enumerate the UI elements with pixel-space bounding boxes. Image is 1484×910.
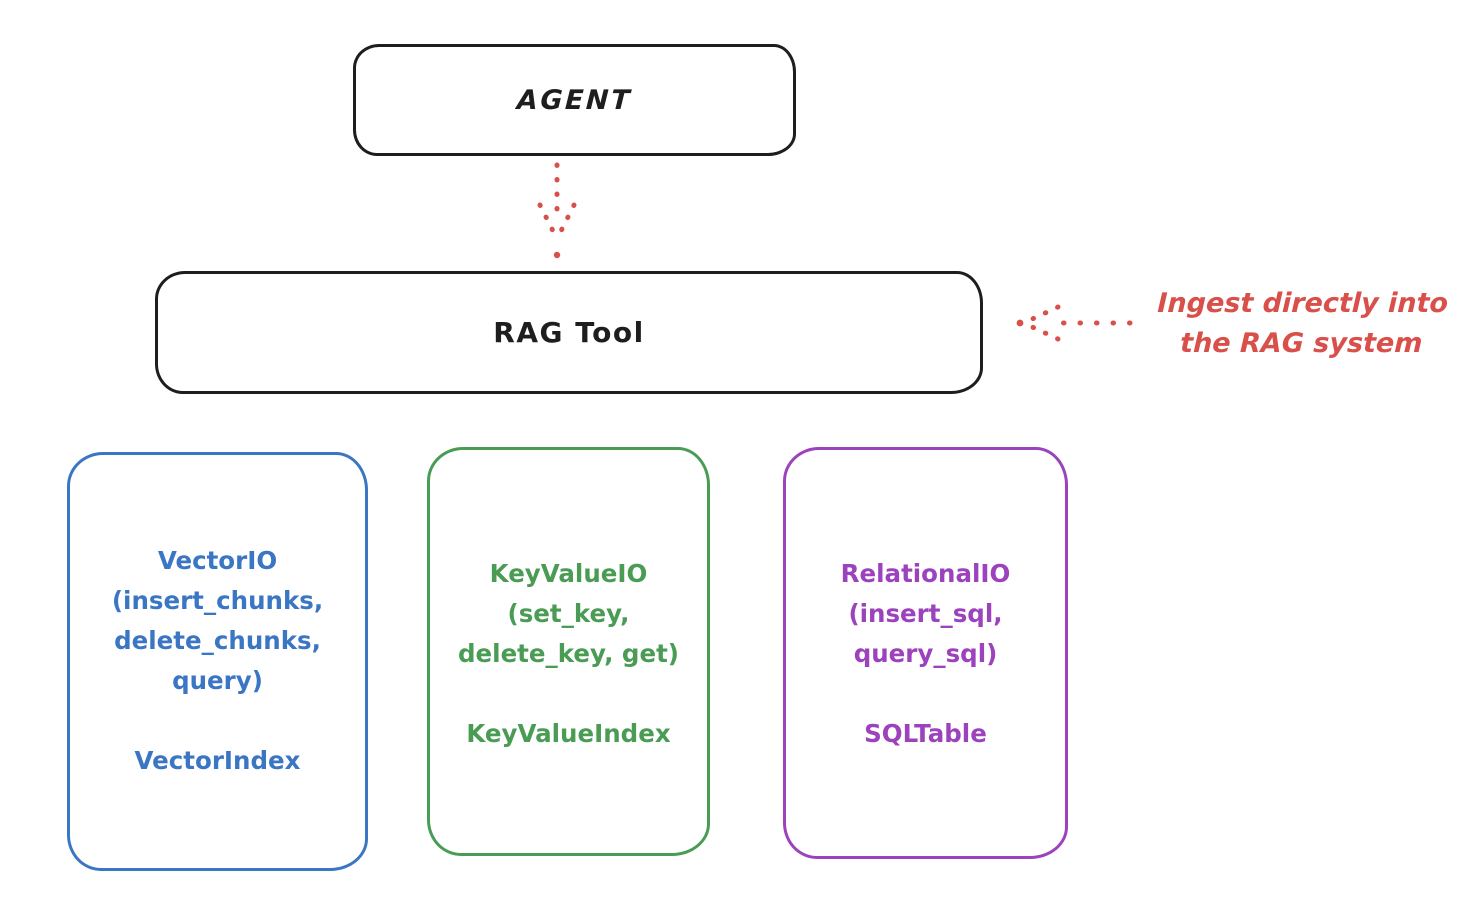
keyvalue-io-methods-line1: (set_key, (507, 599, 630, 628)
relational-io-title: RelationalIO (840, 559, 1011, 588)
arrowhead-right-stroke (556, 202, 577, 238)
arrow-agent-to-rag-tool-icon[interactable] (535, 161, 579, 263)
keyvalue-io-text: KeyValueIO (set_key, delete_key, get) Ke… (430, 450, 707, 754)
ingest-annotation[interactable]: Ingest directly into the RAG system (1129, 284, 1476, 364)
vector-io-node[interactable]: VectorIO (insert_chunks, delete_chunks, … (67, 452, 368, 871)
relational-io-methods-line1: (insert_sql, (848, 599, 1003, 628)
vector-io-methods-line2: delete_chunks, (114, 626, 321, 655)
spacer (430, 674, 707, 714)
sql-table-label: SQLTable (864, 719, 987, 748)
ingest-annotation-line2: the RAG system (1179, 328, 1423, 359)
rag-tool-node-label: RAG Tool (493, 316, 645, 349)
spacer (786, 674, 1065, 714)
keyvalue-io-title: KeyValueIO (489, 559, 648, 588)
ingest-annotation-line1: Ingest directly into (1156, 288, 1449, 319)
rag-tool-node[interactable]: RAG Tool (155, 271, 983, 394)
vector-io-text: VectorIO (insert_chunks, delete_chunks, … (70, 455, 365, 781)
relational-io-methods-line2: query_sql) (853, 639, 998, 668)
vector-io-methods-line1: (insert_chunks, (111, 586, 324, 615)
agent-node[interactable]: AGENT (353, 44, 796, 156)
arrow-tip-dot (553, 251, 561, 259)
arrow-tip-dot (1016, 319, 1024, 327)
agent-node-label: AGENT (516, 84, 633, 116)
arrowhead-left-stroke (537, 202, 558, 238)
arrowhead-top-stroke (1025, 304, 1061, 324)
keyvalue-io-methods-line2: delete_key, get) (458, 639, 679, 668)
vector-io-title: VectorIO (157, 546, 278, 575)
relational-io-text: RelationalIO (insert_sql, query_sql) SQL… (786, 450, 1065, 754)
spacer (70, 701, 365, 741)
arrowhead-bottom-stroke (1025, 322, 1061, 342)
keyvalue-io-node[interactable]: KeyValueIO (set_key, delete_key, get) Ke… (427, 447, 710, 856)
relational-io-node[interactable]: RelationalIO (insert_sql, query_sql) SQL… (783, 447, 1068, 859)
keyvalue-index-label: KeyValueIndex (466, 719, 671, 748)
vector-io-methods-line3: query) (172, 666, 263, 695)
arrow-ingest-to-rag-tool-icon[interactable] (1014, 300, 1136, 346)
vector-index-label: VectorIndex (134, 746, 301, 775)
